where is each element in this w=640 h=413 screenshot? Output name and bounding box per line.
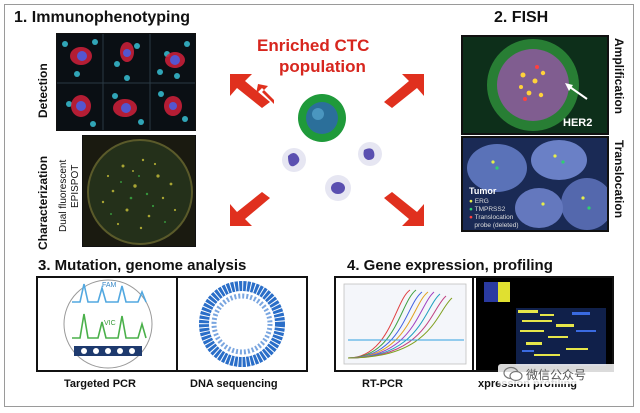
detection-label: Detection bbox=[36, 63, 50, 118]
her2-label: HER2 bbox=[563, 117, 593, 129]
targeted-pcr-caption: Targeted PCR bbox=[64, 378, 136, 390]
wechat-icon bbox=[503, 366, 523, 382]
detection-image-grid bbox=[56, 33, 196, 131]
detection-micrographs bbox=[57, 34, 195, 130]
mutation-images: FAM VIC bbox=[36, 276, 308, 372]
figure-frame bbox=[4, 4, 634, 407]
characterization-label: Characterization bbox=[36, 155, 50, 250]
panel-1-title: 1. Immunophenotyping bbox=[14, 9, 190, 26]
arrow-to-expression bbox=[384, 192, 424, 226]
enriched-ctc-cell bbox=[298, 94, 346, 142]
arrow-top-left bbox=[256, 84, 274, 104]
episPOT-label-line1: Dual fluorescent bbox=[58, 159, 69, 232]
watermark-text: 微信公众号 bbox=[526, 368, 587, 382]
episPOT-label-line2: EPISPOT bbox=[70, 164, 81, 208]
rt-pcr-curves bbox=[343, 283, 467, 365]
arrow-to-mutation bbox=[230, 192, 270, 226]
leukocyte-2 bbox=[358, 142, 382, 166]
fish-amplification-image: HER2 bbox=[461, 35, 609, 135]
fish-translocation-image: Tumor ● ERG ● TMPRSS2 ● Translocation pr… bbox=[461, 136, 609, 232]
panel-2-title: 2. FISH bbox=[494, 9, 549, 26]
fam-label: FAM bbox=[102, 282, 117, 289]
expression-heatmap bbox=[476, 278, 612, 370]
leukocyte-3 bbox=[325, 175, 351, 201]
translocation-label: Translocation bbox=[612, 140, 626, 219]
vic-label: VIC bbox=[104, 320, 116, 327]
center-title-line1: Enriched CTC bbox=[257, 36, 370, 55]
watermark-backdrop bbox=[498, 364, 626, 384]
legend-item-probe: probe (deleted) bbox=[474, 222, 519, 229]
dna-sequencing-circos bbox=[199, 281, 285, 367]
center-title-line2: population bbox=[279, 57, 366, 76]
panel-4-title: 4. Gene expression, profiling bbox=[347, 257, 553, 274]
fish-legend: ● ERG ● TMPRSS2 ● Translocation probe (d… bbox=[469, 198, 519, 230]
targeted-pcr-plot bbox=[63, 279, 153, 369]
arrow-to-immuno bbox=[230, 74, 270, 108]
legend-item-tmprss2: ● TMPRSS2 bbox=[469, 206, 506, 213]
amplification-label: Amplification bbox=[612, 38, 626, 115]
her2-cell bbox=[487, 39, 588, 131]
expression-images bbox=[334, 276, 614, 372]
episPOT-well bbox=[83, 136, 195, 246]
legend-item-translocation: ● Translocation bbox=[469, 214, 514, 221]
legend-item-erg: ● ERG bbox=[469, 198, 489, 205]
translocation-nuclei bbox=[467, 140, 607, 230]
dna-sequencing-caption: DNA sequencing bbox=[190, 378, 278, 390]
leukocyte-1 bbox=[282, 148, 306, 172]
panel-3-title: 3. Mutation, genome analysis bbox=[38, 257, 247, 274]
episPOT-image bbox=[82, 135, 196, 247]
rt-pcr-caption: RT-PCR bbox=[362, 378, 403, 390]
legend-title: Tumor bbox=[469, 186, 497, 196]
mutation-divider bbox=[176, 278, 178, 370]
center-cells-diagram bbox=[256, 84, 382, 201]
arrow-to-fish bbox=[384, 74, 424, 108]
expression-divider bbox=[472, 278, 474, 370]
